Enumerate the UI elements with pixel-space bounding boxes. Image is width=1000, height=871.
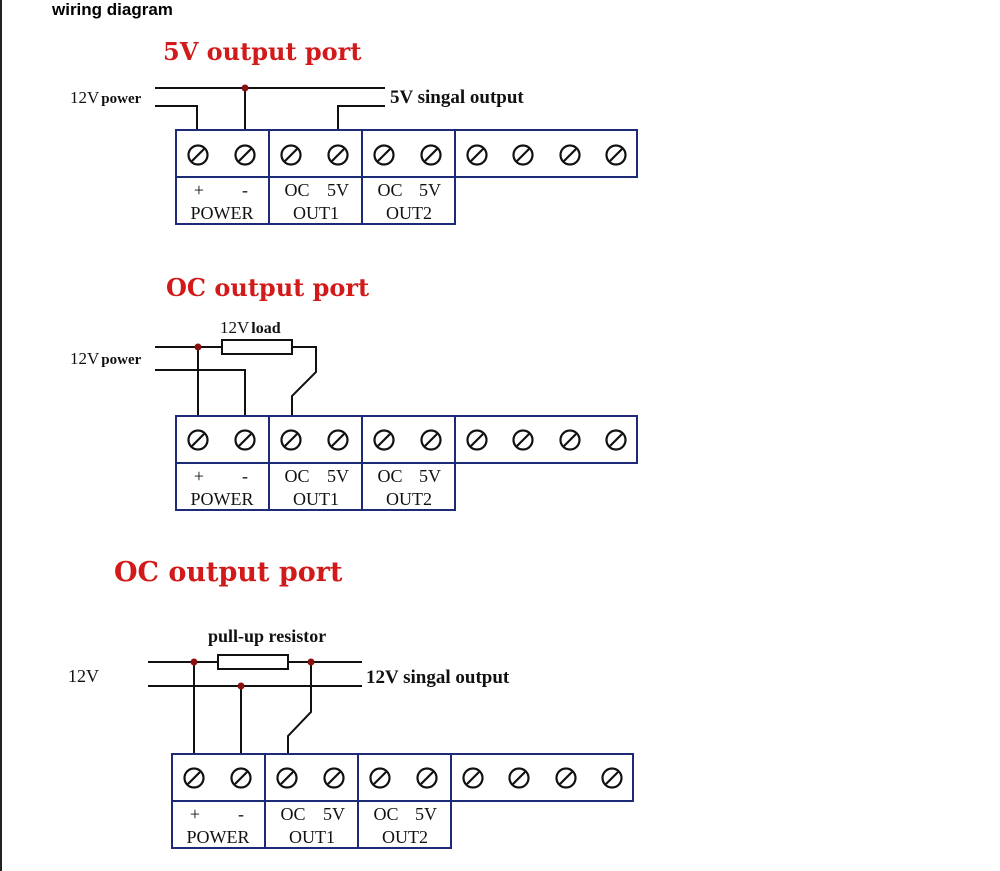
terminal-minus-label: -	[242, 466, 248, 486]
screw-terminal-icon	[369, 767, 391, 789]
terminal-out2-label: OUT2	[386, 203, 432, 223]
screw-terminal-icon	[323, 767, 345, 789]
junction-dot	[237, 682, 245, 690]
screw-terminal-icon	[276, 767, 298, 789]
terminal-oc-label: OC	[373, 804, 398, 824]
screw-terminal-icon	[280, 429, 302, 451]
terminal-block: + - POWER OC 5V OUT1 OC 5V OUT2	[175, 415, 638, 511]
terminal-plus-label: +	[194, 466, 204, 486]
screw-terminal-icon	[512, 144, 534, 166]
terminal-block: + - POWER OC 5V OUT1 OC 5V OUT2	[171, 753, 634, 849]
terminal-labels-box	[175, 462, 456, 511]
junction-dot	[194, 343, 202, 351]
screw-terminal-icon	[605, 429, 627, 451]
terminal-labels-box	[175, 176, 456, 225]
terminal-power-label: POWER	[187, 827, 250, 847]
wire-5v-output	[337, 105, 385, 130]
screw-terminal-icon	[327, 429, 349, 451]
page-heading: wiring diagram	[52, 0, 173, 19]
screw-terminal-icon	[187, 144, 209, 166]
left-border-line	[0, 0, 2, 871]
screw-terminal-icon	[420, 144, 442, 166]
terminal-out1-label: OUT1	[293, 203, 339, 223]
terminal-labels-box	[171, 800, 452, 849]
screw-terminal-icon	[183, 767, 205, 789]
terminal-block: + - POWER OC 5V OUT1 OC 5V OUT2	[175, 129, 638, 225]
screw-terminal-icon	[605, 144, 627, 166]
diagram-oc-output-pullup: OC output port 12V pull-up resistor 12V …	[68, 557, 634, 849]
load-resistor	[221, 339, 293, 355]
screw-terminal-icon	[555, 767, 577, 789]
terminal-power-label: POWER	[191, 489, 254, 509]
terminal-5v-label: 5V	[415, 804, 437, 824]
terminal-out2-label: OUT2	[386, 489, 432, 509]
terminal-5v-label: 5V	[419, 180, 441, 200]
screw-terminal-icon	[508, 767, 530, 789]
terminal-oc-label: OC	[377, 466, 402, 486]
diagram-3-resistor-label: pull-up resistor	[208, 626, 326, 646]
junction-dot	[190, 658, 198, 666]
screw-terminal-icon	[327, 144, 349, 166]
pullup-resistor	[217, 654, 289, 670]
screw-terminal-icon	[230, 767, 252, 789]
screw-terminal-icon	[466, 144, 488, 166]
terminal-5v-label: 5V	[419, 466, 441, 486]
screw-terminal-icon	[601, 767, 623, 789]
terminal-out1-label: OUT1	[293, 489, 339, 509]
screw-terminal-icon	[234, 429, 256, 451]
terminal-oc-label: OC	[284, 466, 309, 486]
terminal-plus-label: +	[190, 804, 200, 824]
screw-terminal-icon	[462, 767, 484, 789]
diagram-1-title: 5V output port	[163, 37, 361, 66]
junction-dot	[307, 658, 315, 666]
screw-terminal-icon	[512, 429, 534, 451]
wire-power-plus	[155, 105, 198, 130]
screw-terminal-icon	[559, 429, 581, 451]
screw-terminal-icon	[187, 429, 209, 451]
terminal-minus-label: -	[242, 180, 248, 200]
diagram-3-supply-label: 12V	[68, 666, 99, 686]
diagram-1-output-label: 5V singal output	[390, 87, 524, 108]
diagram-3-title: OC output port	[114, 557, 343, 588]
wire-load-to-oc	[291, 346, 317, 416]
terminal-5v-label: 5V	[323, 804, 345, 824]
screw-terminal-icon	[280, 144, 302, 166]
screw-terminal-icon	[373, 144, 395, 166]
diagram-3-output-label: 12V singal output	[366, 667, 510, 688]
screw-terminal-icon	[466, 429, 488, 451]
terminal-oc-label: OC	[284, 180, 309, 200]
terminal-plus-label: +	[194, 180, 204, 200]
terminal-5v-label: 5V	[327, 466, 349, 486]
junction-dot	[241, 84, 249, 92]
screw-terminal-icon	[234, 144, 256, 166]
terminal-power-label: POWER	[191, 203, 254, 223]
diagram-2-title: OC output port	[166, 273, 369, 302]
terminal-out1-label: OUT1	[289, 827, 335, 847]
screw-terminal-icon	[420, 429, 442, 451]
screw-terminal-icon	[559, 144, 581, 166]
screw-terminal-icon	[416, 767, 438, 789]
terminal-oc-label: OC	[377, 180, 402, 200]
terminal-minus-label: -	[238, 804, 244, 824]
terminal-out2-label: OUT2	[382, 827, 428, 847]
wire-power-minus	[155, 369, 246, 416]
screw-terminal-icon	[373, 429, 395, 451]
wire-pullup-to-oc	[287, 662, 312, 754]
terminal-5v-label: 5V	[327, 180, 349, 200]
terminal-oc-label: OC	[280, 804, 305, 824]
